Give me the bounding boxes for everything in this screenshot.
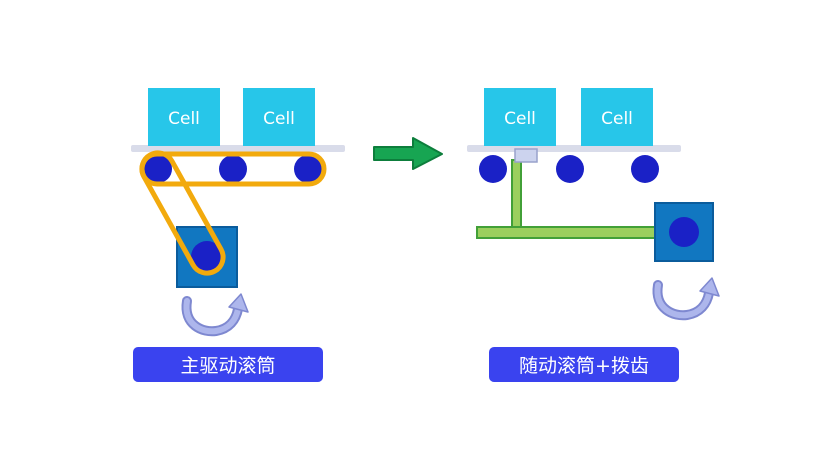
- roller: [294, 155, 322, 183]
- linkage-horizontal-bar: [476, 226, 658, 239]
- linkage-vertical-bar: [511, 159, 522, 235]
- caption-box: [133, 347, 323, 382]
- cell-label: Cell: [168, 109, 200, 129]
- cell-label: Cell: [504, 109, 536, 129]
- caption-label: 主驱动滚筒: [180, 355, 275, 377]
- cell-box: [148, 88, 220, 146]
- roller: [631, 155, 659, 183]
- motor-pulley: [669, 217, 699, 247]
- roller: [219, 155, 247, 183]
- cell-box: [243, 88, 315, 146]
- cell-box: [581, 88, 653, 146]
- cell-label: Cell: [263, 109, 295, 129]
- roller: [556, 155, 584, 183]
- flow-arrow-icon: [373, 137, 443, 170]
- cell-box: [484, 88, 556, 146]
- caption-label: 随动滚筒+拨齿: [519, 355, 649, 377]
- rotation-arrow-icon: [186, 294, 248, 331]
- pawl: [514, 148, 538, 163]
- belt-lower-loop: [139, 150, 226, 276]
- rotation-arrow-icon: [657, 278, 719, 315]
- conveyor-rail: [131, 145, 345, 152]
- conveyor-rail: [467, 145, 681, 152]
- cell-label: Cell: [601, 109, 633, 129]
- roller: [144, 155, 172, 183]
- right-diagram: Cell Cell 随动滚筒+拨齿: [467, 88, 719, 382]
- roller: [479, 155, 507, 183]
- caption-box: [489, 347, 679, 382]
- motor-pulley: [191, 241, 223, 273]
- left-diagram: Cell Cell 主驱动滚筒: [131, 88, 345, 382]
